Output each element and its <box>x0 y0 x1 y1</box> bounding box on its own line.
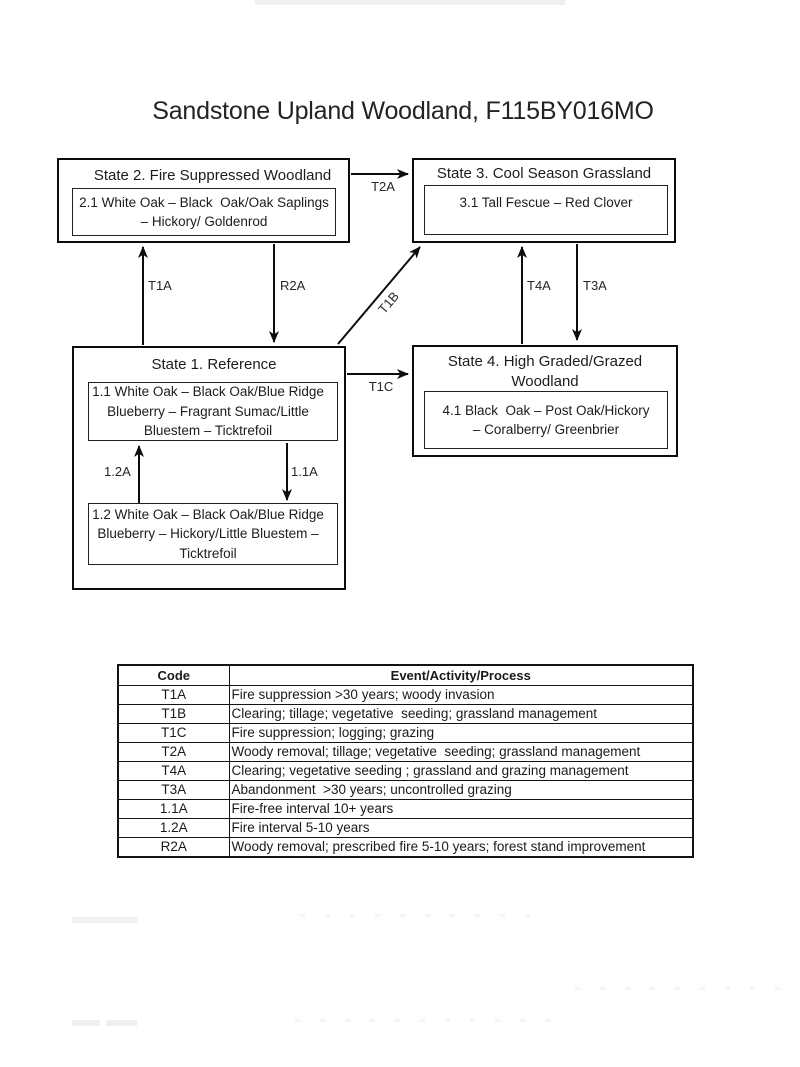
legend-table-body: T1A Fire suppression >30 years; woody in… <box>117 684 694 858</box>
label-t1a: T1A <box>148 278 172 293</box>
scan-artifact-dots-3 <box>295 1019 560 1022</box>
state-3-title: State 3. Cool Season Grassland <box>436 165 652 182</box>
legend-row: 1.2A Fire interval 5-10 years <box>117 818 694 839</box>
label-1-1a: 1.1A <box>291 464 318 479</box>
scan-artifact-dash-2 <box>72 1020 100 1026</box>
state-4-title: State 4. High Graded/Grazed Woodland <box>447 353 643 390</box>
legend-header-row: Code Event/Activity/Process <box>117 664 694 686</box>
legend-row: T1B Clearing; tillage; vegetative seedin… <box>117 703 694 724</box>
scan-artifact-dash-1 <box>72 917 137 923</box>
label-t4a: T4A <box>527 278 551 293</box>
label-t3a: T3A <box>583 278 607 293</box>
community-2-1-box: 2.1 White Oak – Black Oak/Oak Saplings –… <box>72 188 336 236</box>
label-t1c: T1C <box>368 379 394 394</box>
legend-row: T4A Clearing; vegetative seeding ; grass… <box>117 760 694 781</box>
legend-header-code: Code <box>117 664 230 686</box>
legend-code-cell: 1.2A <box>117 818 230 839</box>
scan-artifact-dots-1 <box>300 914 545 917</box>
legend-row: T1C Fire suppression; logging; grazing <box>117 722 694 743</box>
legend-code-cell: T2A <box>117 741 230 762</box>
legend-event-cell: Clearing; tillage; vegetative seeding; g… <box>228 703 694 724</box>
legend-event-cell: Woody removal; prescribed fire 5-10 year… <box>228 837 694 858</box>
legend-event-cell: Woody removal; tillage; vegetative seedi… <box>228 741 694 762</box>
legend-row: T3A Abandonment >30 years; uncontrolled … <box>117 779 694 801</box>
legend-event-cell: Abandonment >30 years; uncontrolled graz… <box>228 779 694 801</box>
legend-code-cell: T4A <box>117 760 230 781</box>
community-1-1-box: 1.1 White Oak – Black Oak/Blue Ridge Blu… <box>88 382 338 441</box>
legend-code-cell: T1C <box>117 722 230 743</box>
legend-code-cell: T1A <box>117 684 230 705</box>
legend-code-cell: 1.1A <box>117 799 230 820</box>
community-1-2-box: 1.2 White Oak – Black Oak/Blue Ridge Blu… <box>88 503 338 565</box>
scan-artifact-dots-2 <box>575 987 795 990</box>
arrow-t1b <box>337 246 421 345</box>
community-4-1-box: 4.1 Black Oak – Post Oak/Hickory – Coral… <box>424 391 668 449</box>
legend-row: T1A Fire suppression >30 years; woody in… <box>117 684 694 705</box>
legend-event-cell: Clearing; vegetative seeding ; grassland… <box>228 760 694 781</box>
state-1-title: State 1. Reference <box>151 356 277 373</box>
page-title: Sandstone Upland Woodland, F115BY016MO <box>152 97 654 125</box>
community-3-1-box: 3.1 Tall Fescue – Red Clover <box>424 185 668 235</box>
label-1-2a: 1.2A <box>104 464 131 479</box>
label-r2a: R2A <box>280 278 306 293</box>
legend-code-cell: T1B <box>117 703 230 724</box>
scan-artifact-dash-3 <box>106 1020 137 1026</box>
state-2-title: State 2. Fire Suppressed Woodland <box>93 167 332 184</box>
legend-row: 1.1A Fire-free interval 10+ years <box>117 799 694 820</box>
legend-header-event: Event/Activity/Process <box>228 664 694 686</box>
legend-code-cell: T3A <box>117 779 230 801</box>
label-t2a: T2A <box>371 179 395 194</box>
legend-row: T2A Woody removal; tillage; vegetative s… <box>117 741 694 762</box>
legend-row: R2A Woody removal; prescribed fire 5-10 … <box>117 837 694 858</box>
legend-table: Code Event/Activity/Process T1A Fire sup… <box>117 664 694 858</box>
label-t1b: T1B <box>375 288 402 317</box>
legend-code-cell: R2A <box>117 837 230 858</box>
scan-artifact-top-bar <box>255 0 565 5</box>
legend-event-cell: Fire-free interval 10+ years <box>228 799 694 820</box>
legend-event-cell: Fire interval 5-10 years <box>228 818 694 839</box>
legend-event-cell: Fire suppression; logging; grazing <box>228 722 694 743</box>
legend-event-cell: Fire suppression >30 years; woody invasi… <box>228 684 694 705</box>
